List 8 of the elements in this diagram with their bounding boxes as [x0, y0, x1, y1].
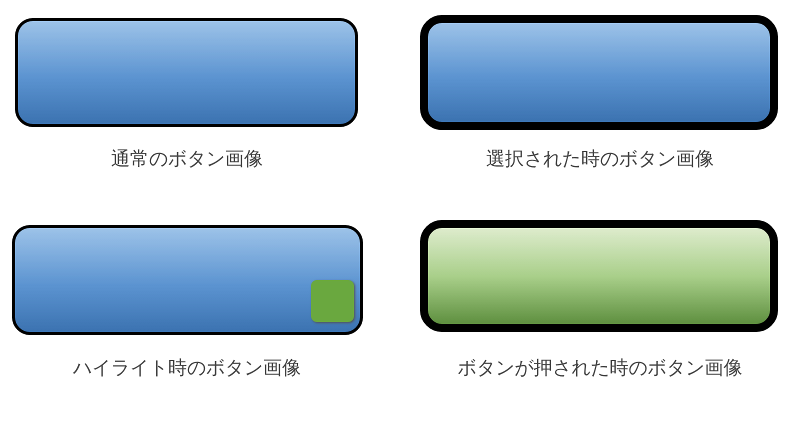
node-label: ボタンが押された時のボタン画像 [458, 356, 742, 381]
node-label: 通常のボタン画像 [111, 147, 263, 172]
node-label: 選択された時のボタン画像 [486, 147, 714, 172]
button-image [12, 225, 363, 335]
button-image [15, 18, 358, 127]
button-image [420, 220, 778, 332]
button-image [420, 15, 778, 130]
node-label: ハイライト時のボタン画像 [73, 356, 301, 381]
